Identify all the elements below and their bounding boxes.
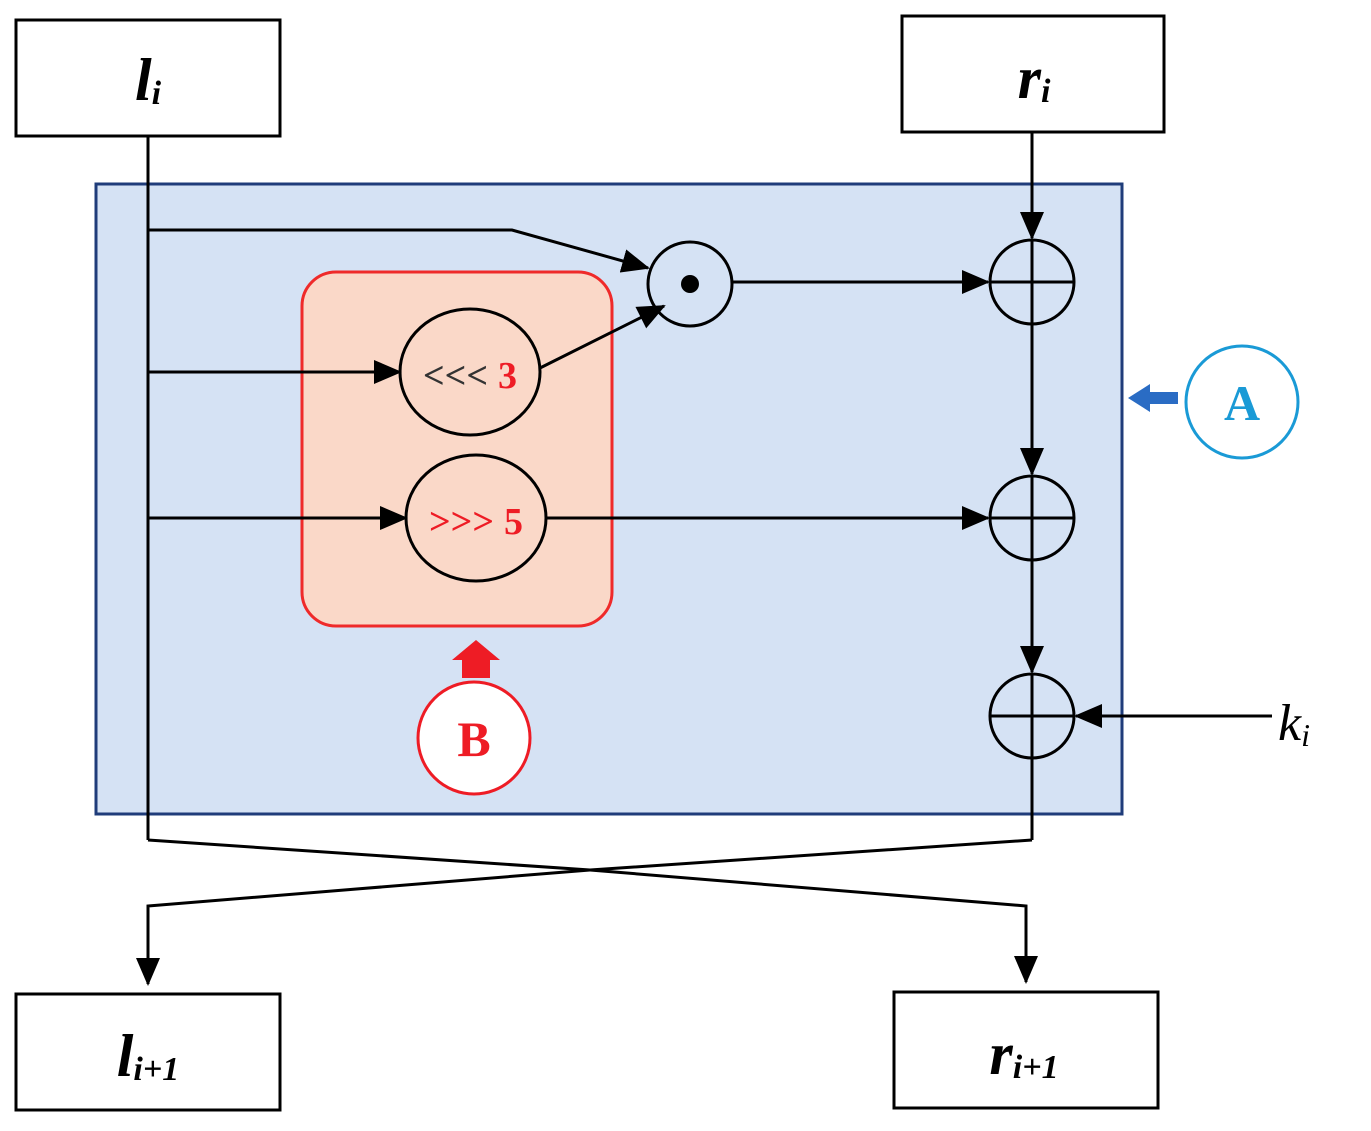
left-input-box	[14, 18, 282, 138]
right-input-sub: i	[1041, 73, 1051, 110]
rotl-to-and	[539, 304, 666, 370]
rotation-panel	[300, 270, 614, 628]
region-a-label: A	[1224, 375, 1260, 431]
key-label-base: k	[1278, 695, 1302, 752]
key-label-sub: i	[1301, 717, 1310, 753]
svg-text:li+1: li+1	[117, 1023, 180, 1089]
region-a-badge	[1184, 344, 1300, 460]
rotate-right-symbol: >>>	[429, 501, 494, 543]
branch-to-and	[148, 228, 650, 273]
left-input-sub: i	[152, 75, 162, 112]
left-input-base: l	[135, 47, 152, 113]
left-output-box	[14, 992, 282, 1112]
region-b-label: B	[457, 711, 490, 767]
svg-text:ki: ki	[1278, 695, 1310, 753]
svg-text:ri+1: ri+1	[989, 1021, 1058, 1087]
region-a-arrow-icon	[1128, 384, 1178, 412]
rotate-right-amount: 5	[504, 501, 523, 543]
svg-text:>>>5: >>>5	[429, 501, 523, 543]
svg-text:ri: ri	[1018, 45, 1051, 111]
right-output-box	[892, 990, 1160, 1110]
left-output-sub: i+1	[133, 1051, 179, 1088]
right-input-base: r	[1018, 45, 1042, 111]
rotate-left-symbol: <<<	[423, 355, 488, 397]
left-output-base: l	[117, 1023, 134, 1089]
rotate-left-op	[398, 307, 542, 437]
swap-to-right-output	[147, 838, 1038, 984]
rotate-left-amount: 3	[498, 355, 517, 397]
svg-text:<<<3: <<<3	[423, 355, 517, 397]
svg-text:li: li	[135, 47, 162, 113]
region-b-arrow-icon	[452, 640, 500, 678]
and-gate-dot-icon	[681, 275, 699, 293]
and-gate	[646, 240, 734, 328]
right-output-sub: i+1	[1013, 1049, 1059, 1086]
swap-to-left-output	[136, 838, 1033, 986]
right-input-box	[900, 14, 1166, 134]
right-output-base: r	[989, 1021, 1013, 1087]
region-b-badge	[416, 680, 532, 796]
